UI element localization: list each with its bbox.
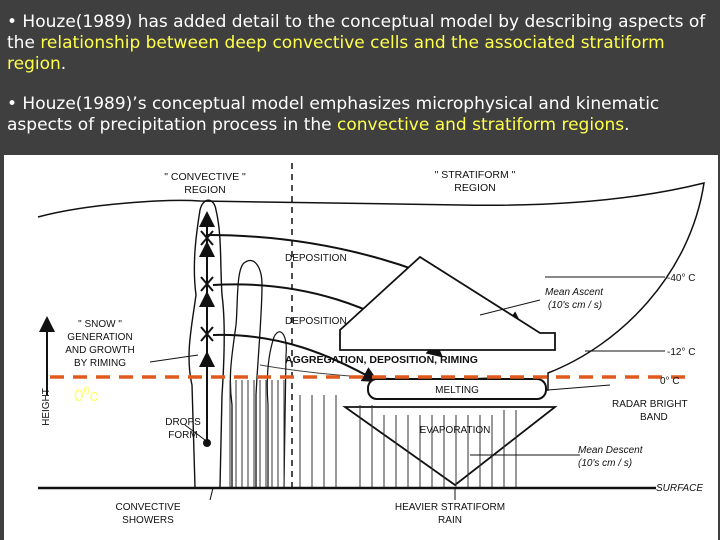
secondary-tower bbox=[229, 259, 263, 488]
bullet-2-text: • Houze(1989)’s conceptual model emphasi… bbox=[7, 94, 660, 135]
mean-ascent-label-1: Mean Ascent bbox=[545, 287, 604, 298]
heavier-rain-label-2: RAIN bbox=[438, 515, 462, 526]
melting-label: MELTING bbox=[435, 385, 479, 396]
melting-band bbox=[367, 378, 547, 400]
deposition-lower-label: DEPOSITION bbox=[285, 316, 347, 327]
convective-region-label-1: " CONVECTIVE " bbox=[164, 171, 246, 183]
heavier-rain-label-1: HEAVIER STRATIFORM bbox=[395, 502, 505, 513]
convective-showers-label-1: CONVECTIVE bbox=[115, 502, 180, 513]
ice-crystal-markers bbox=[200, 230, 214, 342]
mean-ascent-label-2: (10's cm / s) bbox=[548, 300, 602, 311]
aggregation-label: AGGREGATION, DEPOSITION, RIMING bbox=[285, 354, 478, 366]
mean-descent-label-2: (10's cm / s) bbox=[578, 458, 632, 469]
bullet-1-text: • Houze(1989) has added detail to the co… bbox=[7, 12, 706, 53]
convective-showers-label-2: SHOWERS bbox=[122, 515, 174, 526]
stratiform-region-label-2: REGION bbox=[454, 182, 495, 194]
bullet-1-suffix: . bbox=[60, 54, 67, 74]
convective-tower bbox=[188, 199, 225, 488]
raindrop-marker bbox=[203, 439, 211, 447]
temp-minus-12-label: -12° C bbox=[667, 347, 695, 358]
temp-minus-40-label: -40° C bbox=[667, 273, 695, 284]
freezing-label-base: 00c bbox=[74, 385, 99, 405]
mean-descent-label-1: Mean Descent bbox=[578, 445, 644, 456]
bullet-1-highlight: relationship between deep convective cel… bbox=[7, 33, 665, 74]
mean-descent-arrow bbox=[342, 406, 558, 487]
snow-label-3: AND GROWTH bbox=[65, 345, 134, 356]
rain-streaks bbox=[229, 380, 517, 488]
convective-region-label-2: REGION bbox=[184, 184, 225, 196]
stratiform-region-label-1: " STRATIFORM " bbox=[435, 169, 516, 181]
snow-label-1: " SNOW " bbox=[78, 319, 122, 330]
bullet-1: • Houze(1989) has added detail to the co… bbox=[7, 12, 713, 75]
snow-label-4: BY RIMING bbox=[74, 358, 126, 369]
temp-zero-label: 0° C bbox=[660, 376, 680, 387]
conceptual-model-diagram: " CONVECTIVE " REGION " STRATIFORM " REG… bbox=[4, 155, 718, 540]
snow-label-2: GENERATION bbox=[67, 332, 132, 343]
bullet-2: • Houze(1989)’s conceptual model emphasi… bbox=[7, 94, 713, 136]
bullet-2-highlight: convective and stratiform regions bbox=[337, 115, 625, 135]
drops-form-label-2: FORM bbox=[168, 430, 197, 441]
radar-band-label-2: BAND bbox=[640, 412, 668, 423]
drops-form-label-1: DROPS bbox=[165, 417, 201, 428]
height-axis-label: HEIGHT bbox=[41, 388, 52, 426]
deposition-upper-label: DEPOSITION bbox=[285, 253, 347, 264]
surface-label: SURFACE bbox=[656, 483, 703, 494]
radar-band-label-1: RADAR BRIGHT bbox=[612, 399, 688, 410]
pointer-lines bbox=[149, 299, 611, 501]
mean-ascent-arrow bbox=[339, 255, 556, 351]
bullet-2-suffix: . bbox=[624, 115, 630, 135]
evaporation-label: EVAPORATION bbox=[420, 425, 491, 436]
bullet-list: • Houze(1989) has added detail to the co… bbox=[7, 12, 713, 155]
